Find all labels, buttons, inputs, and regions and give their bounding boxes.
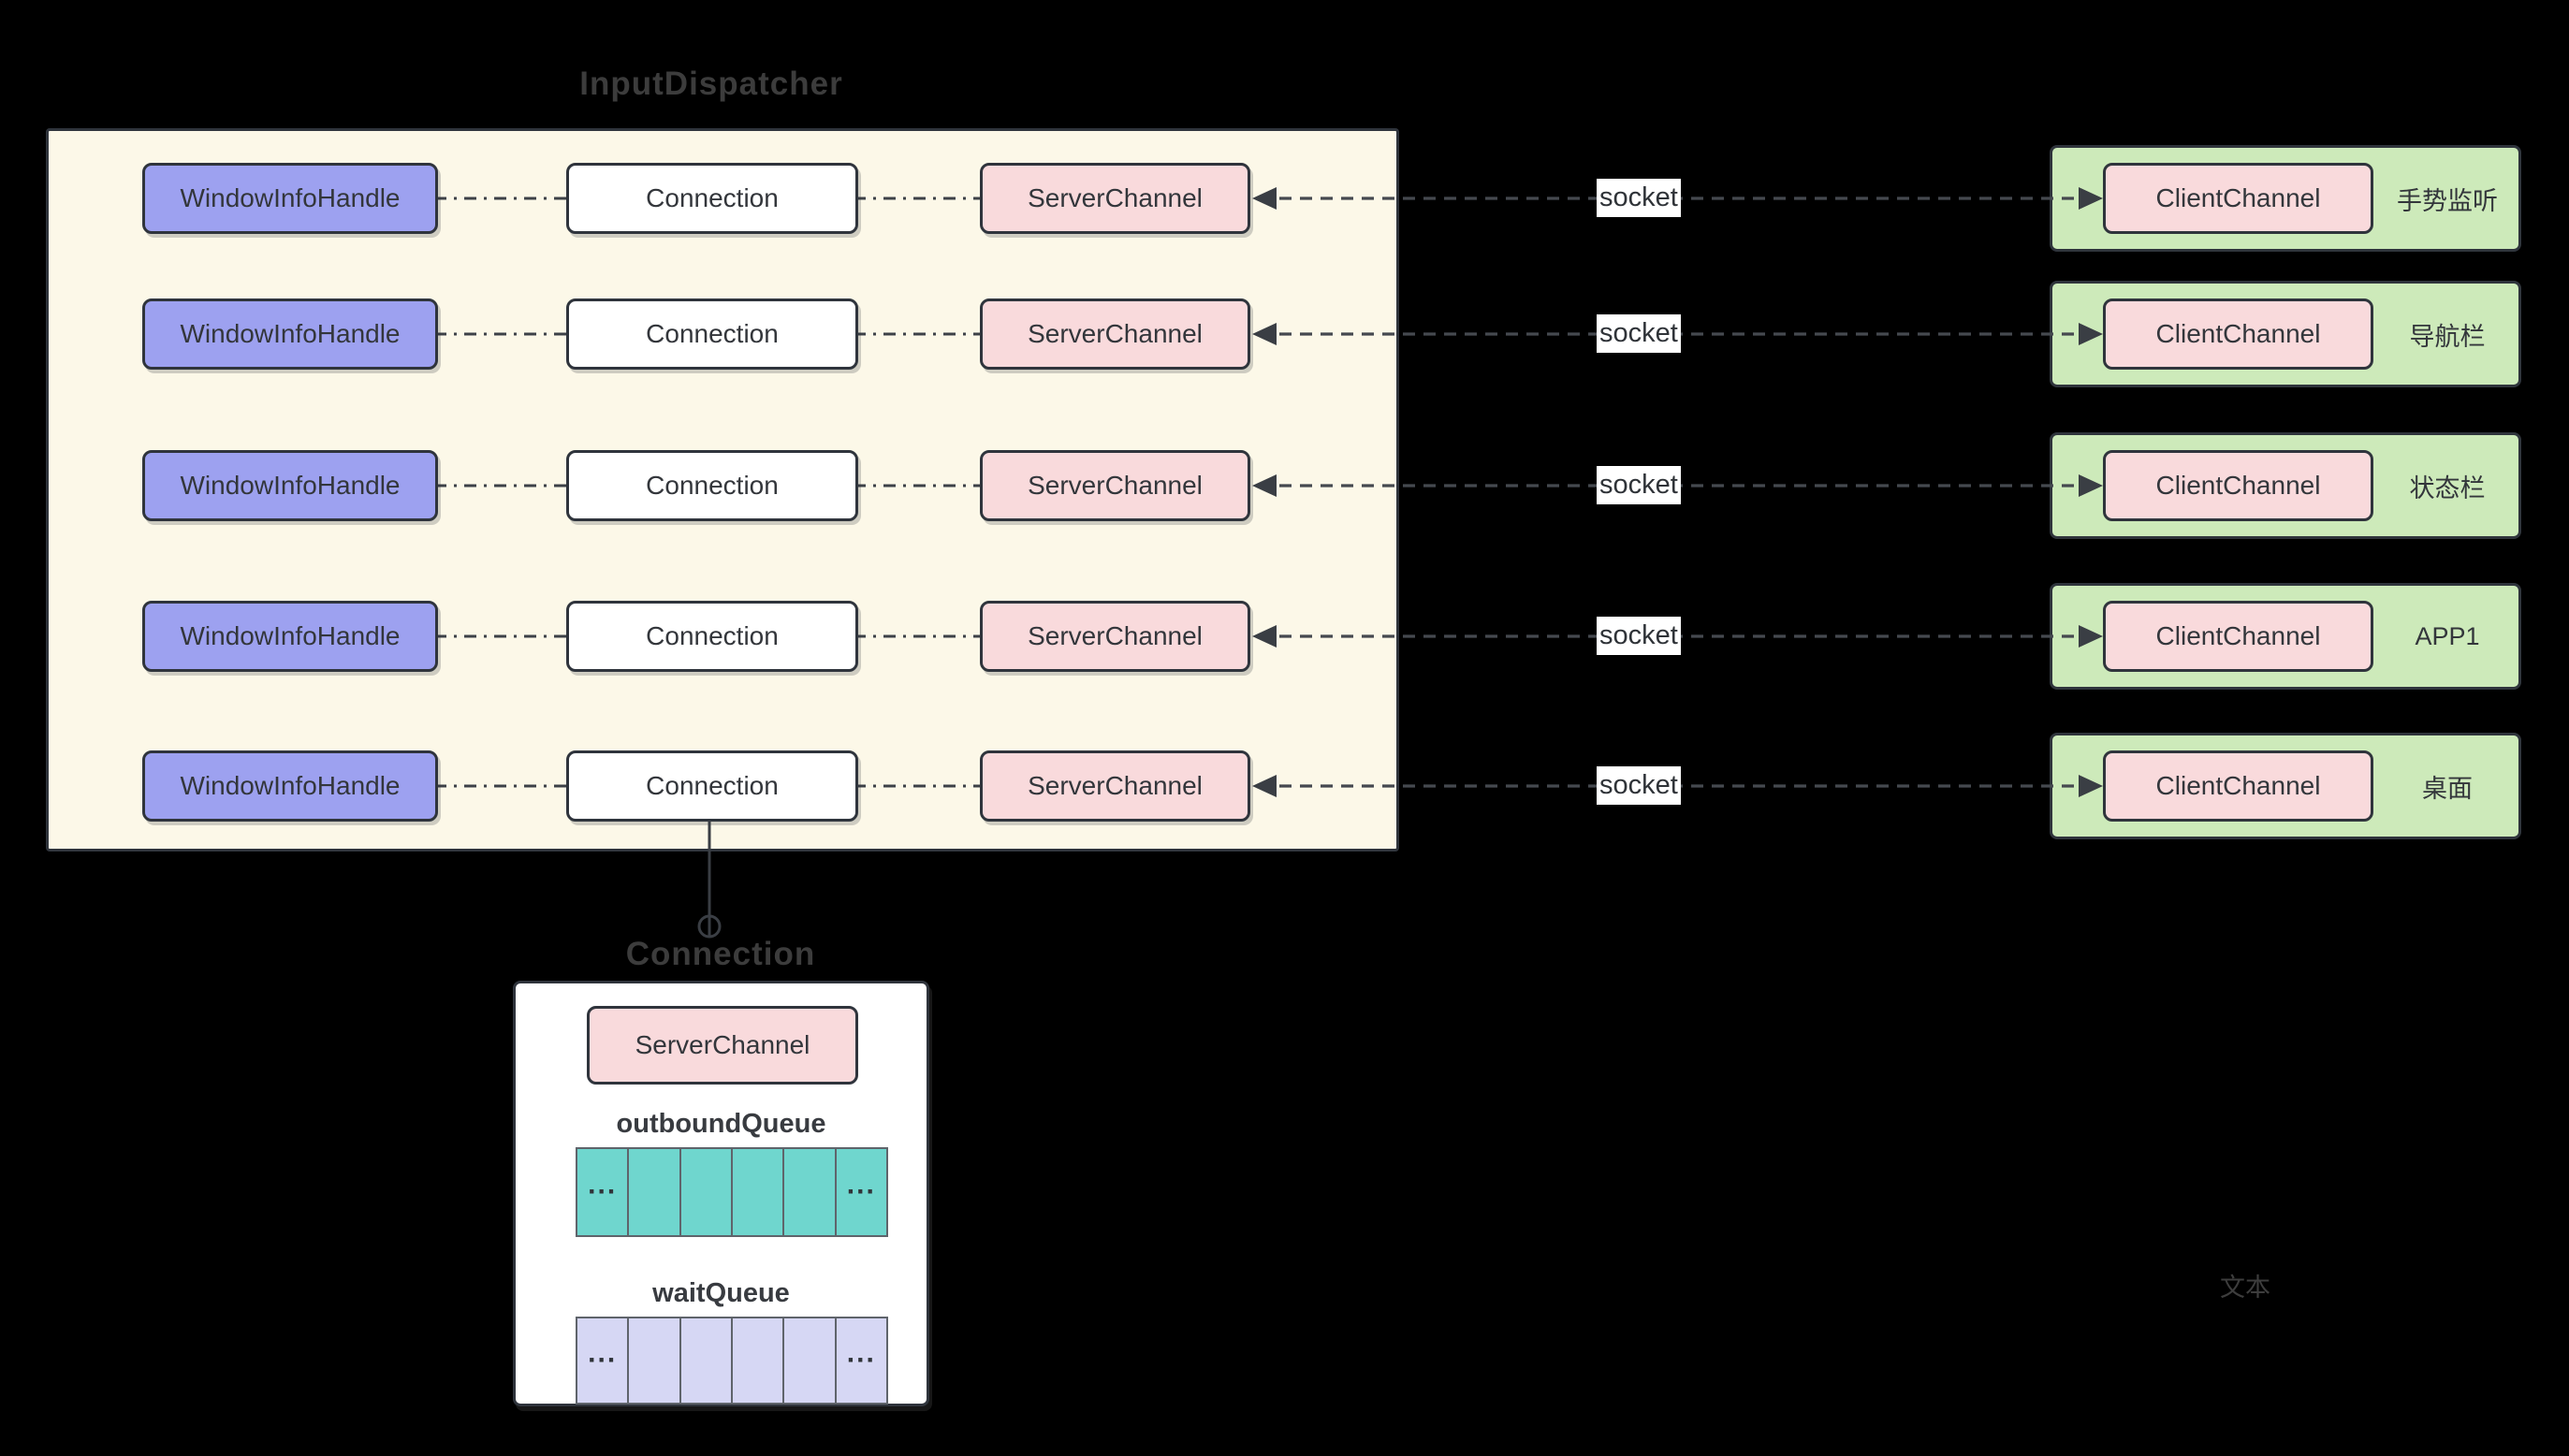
queue-cell: [784, 1149, 837, 1235]
client-channel-box: ClientChannel: [2103, 163, 2373, 234]
connection-detail-container: ServerChannel outboundQueue ... ... wait…: [513, 981, 929, 1406]
arrowhead-left: [1252, 625, 1277, 648]
arrowhead-left: [1252, 474, 1277, 497]
window-info-handle-box: WindowInfoHandle: [142, 450, 438, 521]
client-name-label: 手势监听: [2397, 186, 2498, 215]
socket-label: socket: [1597, 314, 1681, 353]
arrowhead-left: [1252, 775, 1277, 797]
server-channel-box: ServerChannel: [980, 750, 1250, 822]
server-channel-box: ServerChannel: [980, 298, 1250, 370]
connection-detail-title: Connection: [625, 936, 816, 972]
cell-content: ...: [846, 1337, 876, 1369]
client-name-label: APP1: [2415, 621, 2480, 650]
dispatcher-row: WindowInfoHandle Connection ServerChanne…: [0, 733, 2569, 839]
queue-cell: ...: [577, 1318, 630, 1403]
client-name-label: 桌面: [2422, 774, 2473, 803]
window-info-handle-box: WindowInfoHandle: [142, 298, 438, 370]
outbound-queue: ... ...: [576, 1147, 888, 1237]
arrowhead-left: [1252, 323, 1277, 345]
connection-box: Connection: [566, 601, 858, 672]
outbound-queue-label: outboundQueue: [616, 1109, 826, 1139]
queue-cell: [629, 1318, 681, 1403]
queue-cell: ...: [577, 1149, 630, 1235]
node-label: ServerChannel: [1028, 771, 1203, 800]
node-label: ClientChannel: [2155, 319, 2321, 348]
queue-cell: [732, 1149, 785, 1235]
window-info-handle-box: WindowInfoHandle: [142, 750, 438, 822]
connection-box: Connection: [566, 163, 858, 234]
connection-box: Connection: [566, 750, 858, 822]
queue-cell: [680, 1149, 733, 1235]
window-info-handle-box: WindowInfoHandle: [142, 163, 438, 234]
node-label: ServerChannel: [635, 1030, 810, 1059]
socket-label: socket: [1597, 466, 1681, 504]
client-channel-box: ClientChannel: [2103, 450, 2373, 521]
server-channel-box: ServerChannel: [980, 601, 1250, 672]
wait-queue: ... ...: [576, 1317, 888, 1405]
node-label: Connection: [646, 771, 779, 800]
client-name-label: 导航栏: [2409, 322, 2486, 351]
queue-cell: ...: [836, 1149, 886, 1235]
node-label: WindowInfoHandle: [180, 771, 401, 800]
node-label: WindowInfoHandle: [180, 621, 401, 650]
input-dispatcher-title: InputDispatcher: [579, 66, 843, 102]
node-label: WindowInfoHandle: [180, 319, 401, 348]
cell-content: ...: [846, 1169, 876, 1201]
client-name-label: 状态栏: [2409, 473, 2486, 502]
server-channel-box: ServerChannel: [980, 163, 1250, 234]
node-label: ClientChannel: [2155, 621, 2321, 650]
queue-cell: [732, 1318, 785, 1403]
server-channel-box: ServerChannel: [587, 1006, 858, 1085]
dispatcher-row: WindowInfoHandle Connection ServerChanne…: [0, 432, 2569, 539]
node-label: Connection: [646, 621, 779, 650]
node-label: ClientChannel: [2155, 183, 2321, 212]
socket-label: socket: [1597, 766, 1681, 805]
wait-queue-label: waitQueue: [652, 1278, 790, 1308]
cell-content: ...: [588, 1169, 618, 1201]
queue-cell: [680, 1318, 733, 1403]
queue-cell: [629, 1149, 681, 1235]
cell-content: ...: [588, 1337, 618, 1369]
floating-text-label: 文本: [2220, 1274, 2270, 1302]
node-label: ClientChannel: [2155, 771, 2321, 800]
node-label: Connection: [646, 319, 779, 348]
socket-label: socket: [1597, 179, 1681, 217]
client-channel-box: ClientChannel: [2103, 298, 2373, 370]
node-label: ServerChannel: [1028, 183, 1203, 212]
connection-box: Connection: [566, 298, 858, 370]
node-label: Connection: [646, 183, 779, 212]
socket-label: socket: [1597, 617, 1681, 655]
node-label: WindowInfoHandle: [180, 183, 401, 212]
node-label: ClientChannel: [2155, 471, 2321, 500]
client-channel-box: ClientChannel: [2103, 601, 2373, 672]
node-label: Connection: [646, 471, 779, 500]
node-label: ServerChannel: [1028, 471, 1203, 500]
dispatcher-row: WindowInfoHandle Connection ServerChanne…: [0, 145, 2569, 252]
connector-end-circle: [697, 914, 722, 939]
server-channel-box: ServerChannel: [980, 450, 1250, 521]
queue-cell: [784, 1318, 837, 1403]
node-label: ServerChannel: [1028, 319, 1203, 348]
node-label: ServerChannel: [1028, 621, 1203, 650]
node-label: WindowInfoHandle: [180, 471, 401, 500]
window-info-handle-box: WindowInfoHandle: [142, 601, 438, 672]
connection-box: Connection: [566, 450, 858, 521]
arrowhead-left: [1252, 187, 1277, 210]
dispatcher-row: WindowInfoHandle Connection ServerChanne…: [0, 281, 2569, 387]
dispatcher-row: WindowInfoHandle Connection ServerChanne…: [0, 583, 2569, 690]
client-channel-box: ClientChannel: [2103, 750, 2373, 822]
queue-cell: ...: [836, 1318, 886, 1403]
